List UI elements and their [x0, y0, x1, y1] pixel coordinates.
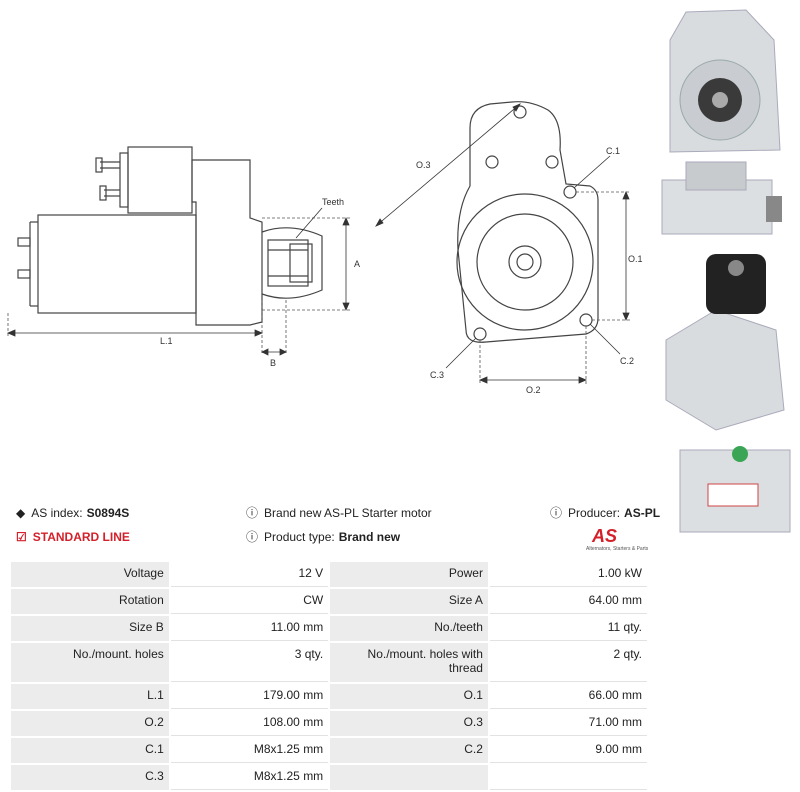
spec-key: L.1	[11, 684, 169, 709]
label-c3: C.3	[430, 370, 444, 380]
as-index-label: AS index:	[31, 506, 83, 520]
spec-key: O.1	[330, 684, 488, 709]
spec-value: 179.00 mm	[170, 684, 329, 709]
spec-key: C.3	[11, 765, 169, 790]
table-row: Size B 11.00 mm No./teeth 11 qty.	[11, 616, 647, 641]
spec-value: 11.00 mm	[170, 616, 329, 641]
spec-key: Size A	[330, 589, 488, 614]
as-logo: AS Alternators, Starters & Parts	[586, 526, 652, 556]
info-icon: ⓘ	[246, 530, 259, 544]
spec-table: Voltage 12 V Power 1.00 kW Rotation CW S…	[9, 560, 649, 792]
producer: ⓘ Producer: AS-PL	[550, 506, 660, 520]
standard-line: ☑ STANDARD LINE	[16, 530, 130, 544]
spec-value: 9.00 mm	[489, 738, 647, 763]
product-type-label: Product type:	[264, 530, 335, 544]
product-photos	[661, 9, 791, 533]
info-icon: ⓘ	[246, 506, 259, 520]
spec-value: 108.00 mm	[170, 711, 329, 736]
spec-value: 3 qty.	[170, 643, 329, 682]
producer-value: AS-PL	[624, 506, 661, 520]
pinion	[267, 239, 309, 287]
check-square-icon: ☑	[16, 530, 27, 544]
spec-key: C.1	[11, 738, 169, 763]
table-row: Rotation CW Size A 64.00 mm	[11, 589, 647, 614]
spec-value: 71.00 mm	[489, 711, 647, 736]
table-row: No./mount. holes 3 qty. No./mount. holes…	[11, 643, 647, 682]
label-teeth: Teeth	[322, 197, 344, 207]
info-icon: ⓘ	[550, 506, 563, 520]
spec-key: No./mount. holes	[11, 643, 169, 682]
spec-key: Power	[330, 562, 488, 587]
spec-value: M8x1.25 mm	[170, 738, 329, 763]
spec-key	[330, 765, 488, 790]
spec-value: 12 V	[170, 562, 329, 587]
description: ⓘ Brand new AS-PL Starter motor	[246, 506, 432, 520]
label-b: B	[270, 358, 276, 368]
standard-line-label: STANDARD LINE	[32, 530, 130, 544]
spec-value: CW	[170, 589, 329, 614]
as-index: ◆ AS index: S0894S	[16, 506, 129, 520]
technical-drawing: Teeth A B L.1 C.1 C.2 C.3 O.1 O.2	[6, 101, 643, 395]
photo-top-view[interactable]	[665, 254, 785, 431]
spec-key: O.2	[11, 711, 169, 736]
spec-value: 1.00 kW	[489, 562, 647, 587]
spec-key: Rotation	[11, 589, 169, 614]
label-o2: O.2	[526, 385, 541, 395]
table-row: O.2 108.00 mm O.3 71.00 mm	[11, 711, 647, 736]
logo-subtitle: Alternators, Starters & Parts	[586, 546, 649, 552]
label-o1: O.1	[628, 254, 643, 264]
spec-value	[489, 765, 647, 790]
table-row: L.1 179.00 mm O.1 66.00 mm	[11, 684, 647, 709]
as-index-value: S0894S	[86, 506, 130, 520]
photo-front-flange[interactable]	[669, 9, 781, 153]
photo-label-view[interactable]	[679, 446, 791, 533]
table-row: C.3 M8x1.25 mm	[11, 765, 647, 790]
spec-value: 2 qty.	[489, 643, 647, 682]
motor-body	[37, 214, 197, 314]
product-type-value: Brand new	[338, 530, 401, 544]
producer-label: Producer:	[568, 506, 621, 520]
label-l1: L.1	[160, 336, 173, 346]
solenoid-body	[127, 146, 193, 214]
label-c2: C.2	[620, 356, 634, 366]
description-text: Brand new AS-PL Starter motor	[264, 506, 432, 520]
photo-side-view[interactable]	[661, 161, 782, 235]
product-info: ◆ AS index: S0894S ⓘ Brand new AS-PL Sta…	[0, 500, 660, 560]
spec-key: Voltage	[11, 562, 169, 587]
table-row: C.1 M8x1.25 mm C.2 9.00 mm	[11, 738, 647, 763]
spec-key: No./teeth	[330, 616, 488, 641]
table-row: Voltage 12 V Power 1.00 kW	[11, 562, 647, 587]
spec-value: 11 qty.	[489, 616, 647, 641]
label-c1: C.1	[606, 146, 620, 156]
front-flange	[457, 101, 599, 343]
spec-key: O.3	[330, 711, 488, 736]
spec-key: Size B	[11, 616, 169, 641]
spec-value: M8x1.25 mm	[170, 765, 329, 790]
spec-value: 64.00 mm	[489, 589, 647, 614]
spec-key: No./mount. holes with thread	[330, 643, 488, 682]
label-o3: O.3	[416, 160, 431, 170]
logo-mark: AS	[592, 526, 618, 546]
front-housing-outer	[456, 193, 594, 331]
drive-housing	[191, 159, 263, 326]
label-a: A	[354, 259, 360, 269]
spec-key: C.2	[330, 738, 488, 763]
tag-icon: ◆	[16, 506, 26, 520]
spec-value: 66.00 mm	[489, 684, 647, 709]
product-type: ⓘ Product type: Brand new	[246, 530, 400, 544]
